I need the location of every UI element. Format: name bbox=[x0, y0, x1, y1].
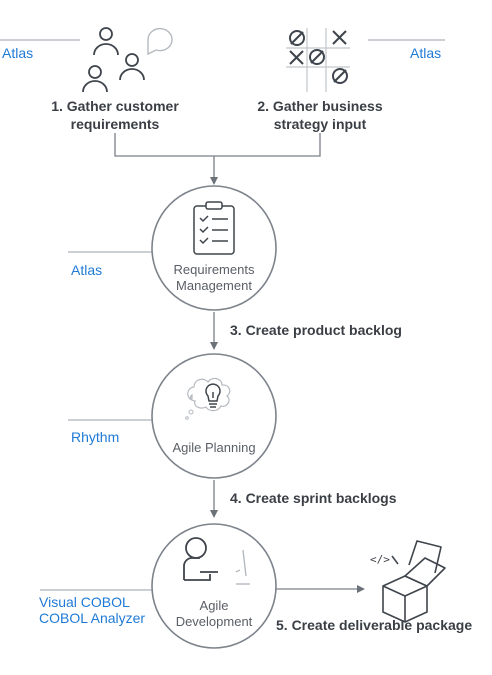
clipboard-icon bbox=[193, 201, 235, 255]
tool-label-cobol-analyzer: COBOL Analyzer bbox=[39, 610, 146, 626]
tool-label-atlas-right: Atlas bbox=[410, 45, 442, 61]
stage-development-label: Agile Development bbox=[175, 598, 253, 629]
package-box-icon bbox=[382, 540, 446, 623]
step-3-label: 3. Create product backlog bbox=[230, 322, 402, 338]
step-4-label: 4. Create sprint backlogs bbox=[230, 490, 397, 506]
development-circle bbox=[151, 523, 277, 649]
merge-connector bbox=[114, 133, 321, 185]
stage-circles bbox=[151, 185, 277, 649]
planning-circle bbox=[151, 353, 277, 479]
tool-label-rhythm: Rhythm bbox=[71, 429, 120, 445]
step-2-label: 2. Gather business strategy input bbox=[257, 98, 383, 132]
step-1-label: 1. Gather customer requirements bbox=[51, 98, 179, 132]
idea-cloud-icon bbox=[185, 377, 231, 420]
stage-requirements-label: Requirements Management bbox=[173, 262, 255, 293]
tool-connector-lines bbox=[0, 39, 445, 591]
requirements-circle bbox=[151, 185, 277, 311]
stage-planning-label: Agile Planning bbox=[172, 440, 256, 455]
customers-icon bbox=[82, 27, 145, 93]
strategy-icon bbox=[286, 28, 350, 92]
tool-label-visual-cobol: Visual COBOL bbox=[39, 594, 130, 610]
lightbulb-icon bbox=[205, 383, 221, 408]
step-5-label: 5. Create deliverable package bbox=[276, 617, 473, 633]
speech-bubble-icon bbox=[147, 27, 173, 56]
code-glyph: </> bbox=[370, 553, 390, 566]
flow-arrows bbox=[210, 312, 365, 593]
developer-icon bbox=[183, 537, 218, 581]
tool-label-atlas-mid: Atlas bbox=[71, 262, 103, 278]
tool-label-atlas-left: Atlas bbox=[2, 45, 34, 61]
monitor-icon bbox=[235, 549, 250, 585]
